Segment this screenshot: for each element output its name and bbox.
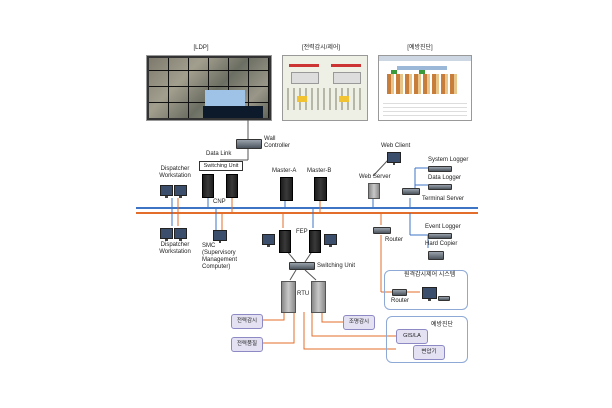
power-quality-box: 전력품질 [231,337,263,352]
fep-server-1 [279,230,291,253]
fep-label: FEP [296,229,308,235]
switching-unit-mid-device [289,262,315,270]
master-a-label: Master-A [272,168,297,174]
master-a-server [280,177,293,201]
prev-diag-panel [386,316,468,363]
dispatcher-ws-top-monitor-1 [160,185,173,198]
hard-copier-device [428,251,444,260]
router-bottom-label: Router [391,298,410,304]
fep-monitor-2 [324,234,337,247]
switching-unit-mid-label: Switching Unit [317,263,356,269]
prev-diag-label: 예방진단 [431,322,454,328]
event-logger-label: Event Logger [425,224,461,230]
remote-system-monitor [422,287,437,301]
fep-monitor-1 [262,234,275,247]
web-client-monitor [387,152,401,165]
rtu-1 [281,281,296,313]
remote-system-label: 원격감시제어 시스템 [404,272,456,278]
prev-diag-screen [378,55,472,121]
transformer-box: 변압기 [413,345,445,360]
wall-controller [236,139,262,149]
power-monitor-box: 전력감시 [231,314,263,329]
smc-monitor [213,230,227,243]
cnp-server-2 [226,174,238,198]
system-logger-device [428,166,452,172]
event-logger-device [428,233,452,239]
cnp-label: CNP [213,199,226,205]
rtu-label: RTU [297,291,310,297]
data-logger-label: Data Logger [428,175,462,181]
smc-label: SMC (Supervisory Management Computer) [202,243,238,270]
terminal-server-device [402,188,420,195]
system-logger-label: System Logger [428,157,469,163]
dispatcher-ws-top-label: Dispatcher Workstation [159,166,191,179]
data-link-label: Data Link [206,151,232,157]
dispatcher-ws-bottom-monitor-2 [174,228,187,241]
rtu-2 [311,281,326,313]
dispatcher-ws-top-monitor-2 [174,185,187,198]
dispatcher-ws-bottom-monitor-1 [160,228,173,241]
dispatcher-ws-bottom-label: Dispatcher Workstation [159,242,191,255]
router-mid-device [373,227,391,234]
web-server-label: Web Server [359,174,391,180]
ldp-video-wall [146,55,272,121]
web-server-device [368,183,380,199]
power-monitor-title: [전력감시/제어] [301,45,341,51]
master-b-server [314,177,327,201]
web-client-label: Web Client [381,143,411,149]
fep-server-2 [309,230,321,253]
data-logger-device [428,184,452,190]
light-monitor-box: 조명감시 [343,315,375,330]
gis-la-box: GIS/LA [396,329,428,344]
switching-unit-top: Switching Unit [199,161,243,171]
hard-copier-label: Hard Copier [425,241,458,247]
prev-diag-title: [예방진단] [407,45,433,51]
power-monitor-screen [282,55,368,121]
cnp-server-1 [202,174,214,198]
router-bottom-device [392,289,407,296]
master-b-label: Master-B [307,168,332,174]
remote-system-keyboard [438,296,450,301]
remote-system-panel [384,270,468,310]
wall-controller-label: Wall Controller [264,136,291,149]
router-mid-label: Router [385,237,404,243]
terminal-server-label: Terminal Server [422,196,465,202]
ldp-title: [LDP] [193,45,209,51]
